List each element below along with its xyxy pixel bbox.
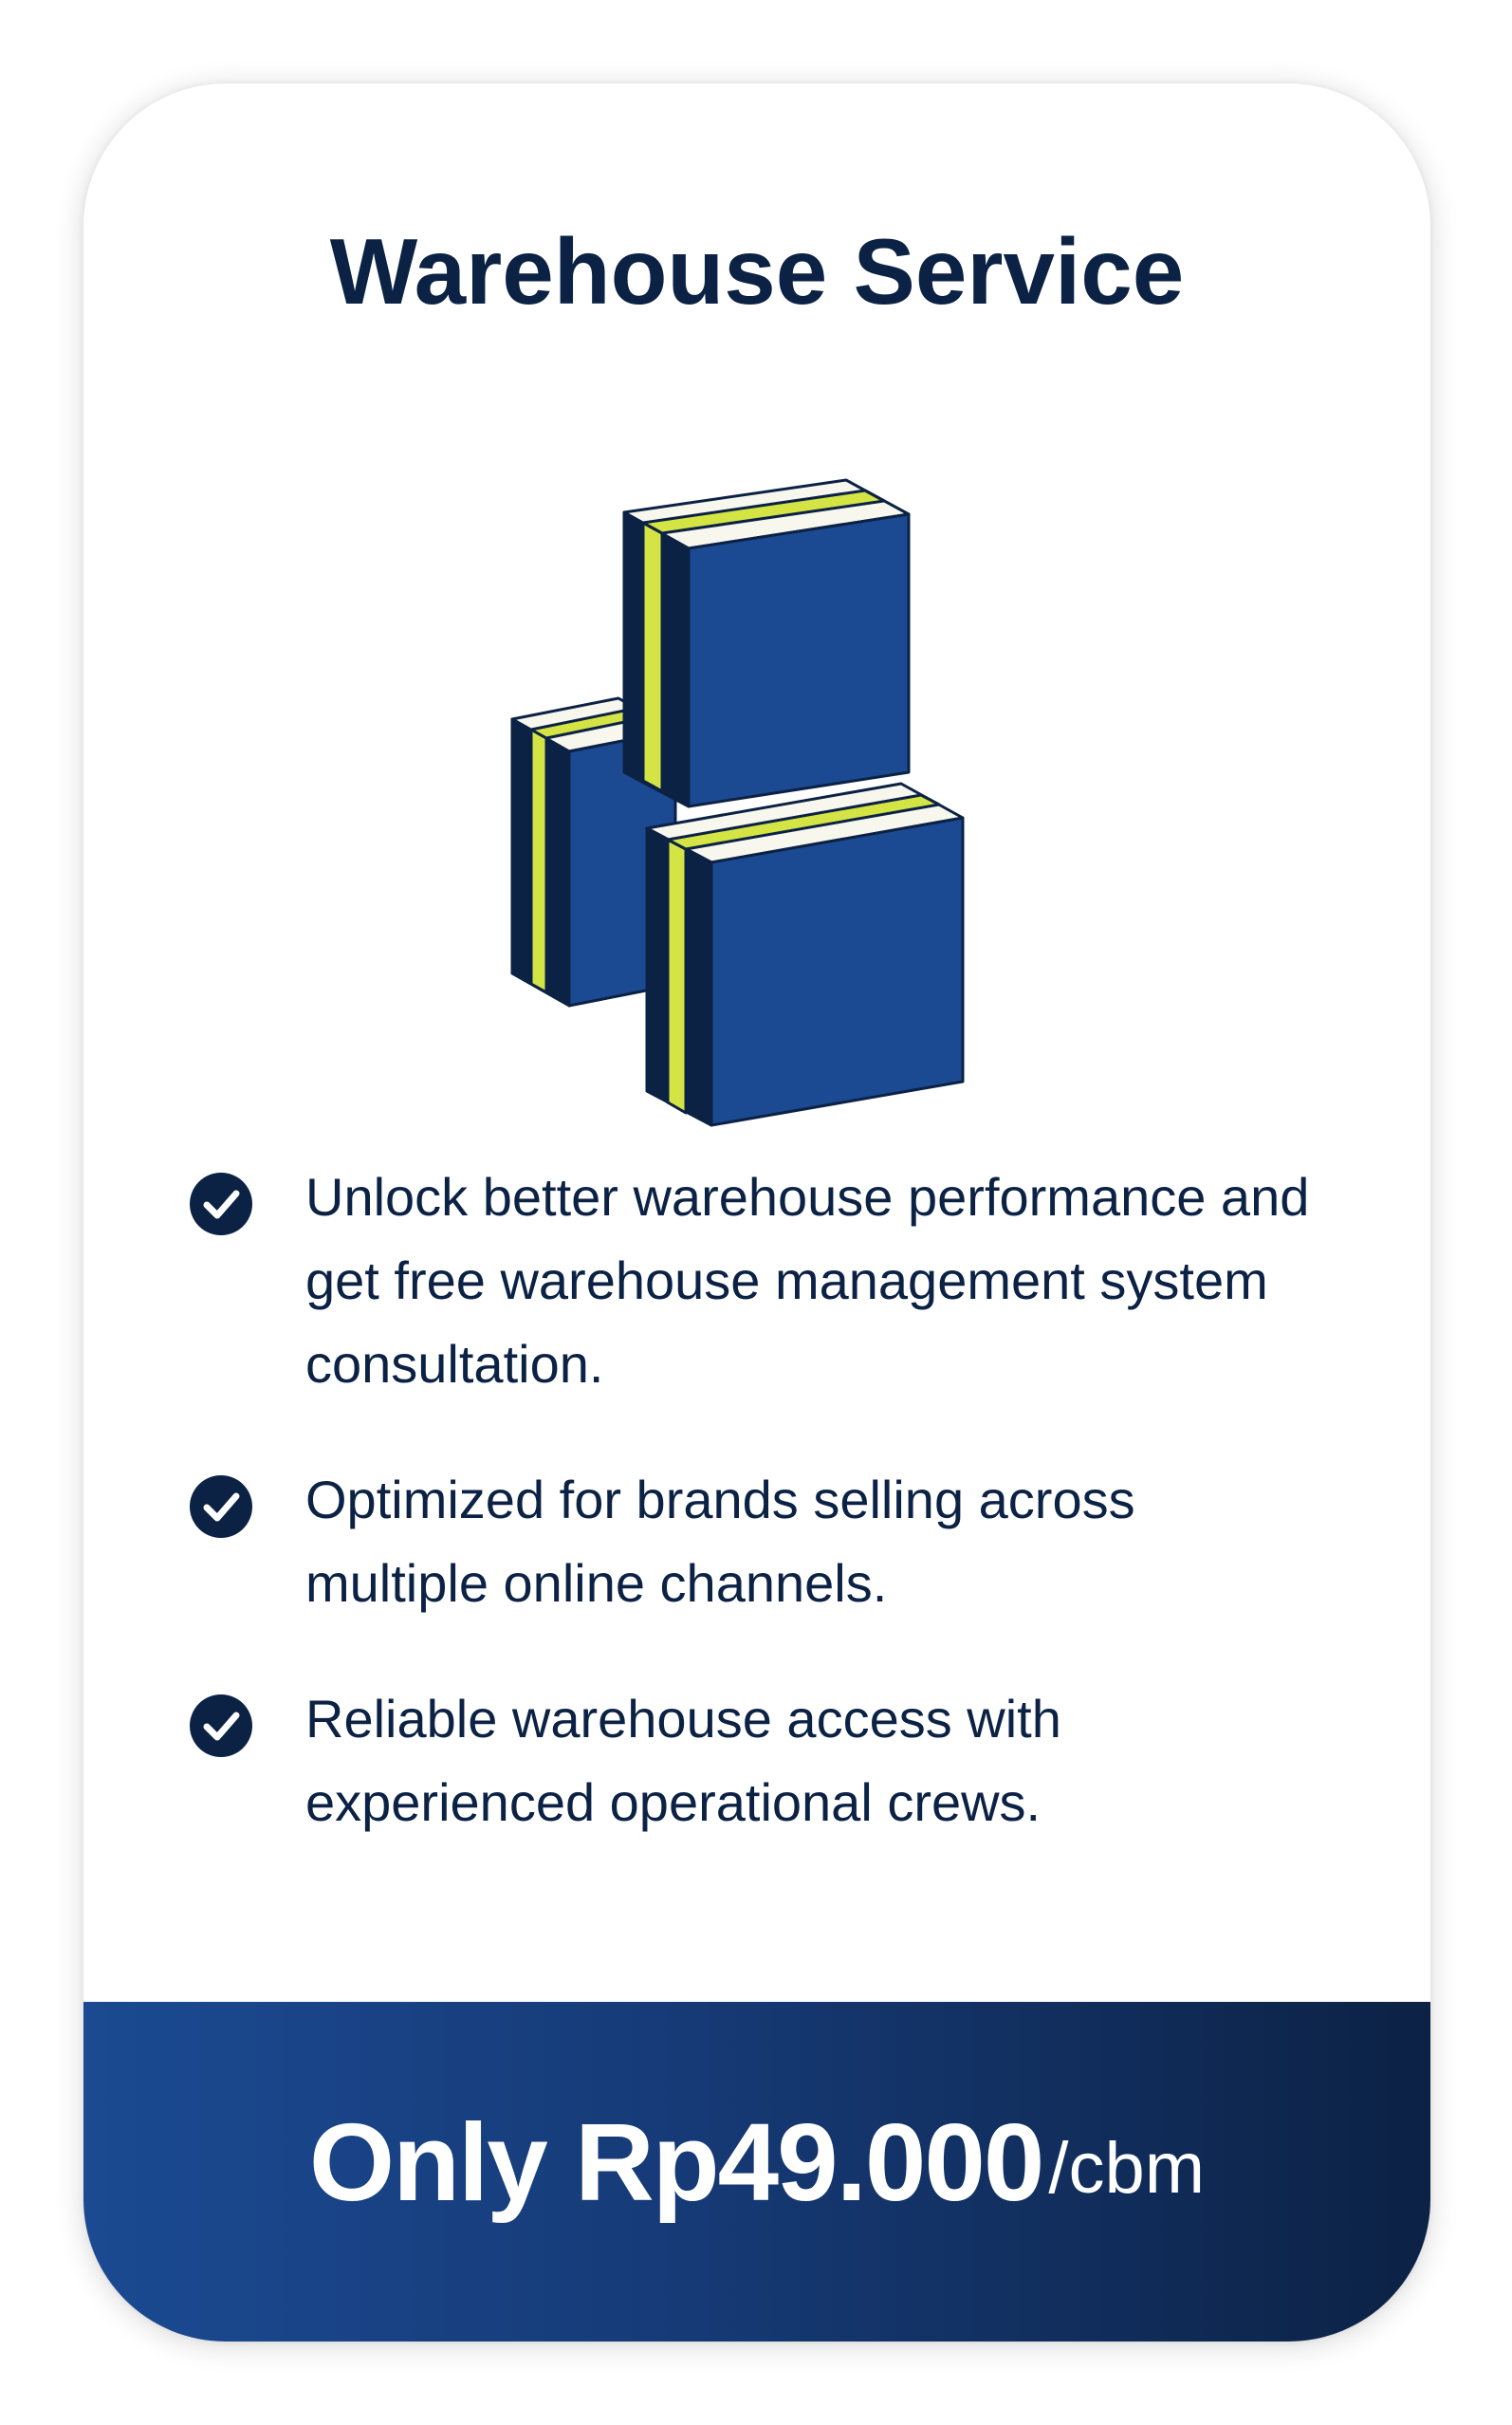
box-top-tape (641, 521, 664, 793)
card-title: Warehouse Service (329, 219, 1185, 324)
price-bar: Only Rp49.000/cbm (83, 2002, 1430, 2342)
box-top-front (687, 512, 911, 808)
feature-text: Optimized for brands selling across mult… (305, 1470, 1135, 1613)
check-circle-icon (190, 1173, 252, 1235)
list-item: Unlock better warehouse performance and … (190, 1156, 1404, 1406)
list-item: Reliable warehouse access with experienc… (190, 1677, 1404, 1844)
check-circle-icon (190, 1475, 252, 1538)
box-right-tape-top (666, 793, 941, 851)
feature-text: Reliable warehouse access with experienc… (305, 1689, 1061, 1832)
box-right-tape (666, 838, 688, 1115)
box-left-tape (529, 728, 548, 994)
feature-text: Unlock better warehouse performance and … (305, 1167, 1310, 1394)
price-unit: /cbm (1048, 2127, 1206, 2209)
check-circle-icon (190, 1694, 252, 1757)
price-label: Only Rp49.000 (308, 2101, 1044, 2224)
box-right-front (710, 816, 965, 1127)
feature-list: Unlock better warehouse performance and … (190, 1156, 1404, 1897)
stacked-boxes-icon (510, 478, 965, 1127)
warehouse-service-card: Warehouse Service (83, 83, 1430, 2342)
box-top-tape-top (641, 489, 886, 535)
list-item: Optimized for brands selling across mult… (190, 1458, 1404, 1625)
